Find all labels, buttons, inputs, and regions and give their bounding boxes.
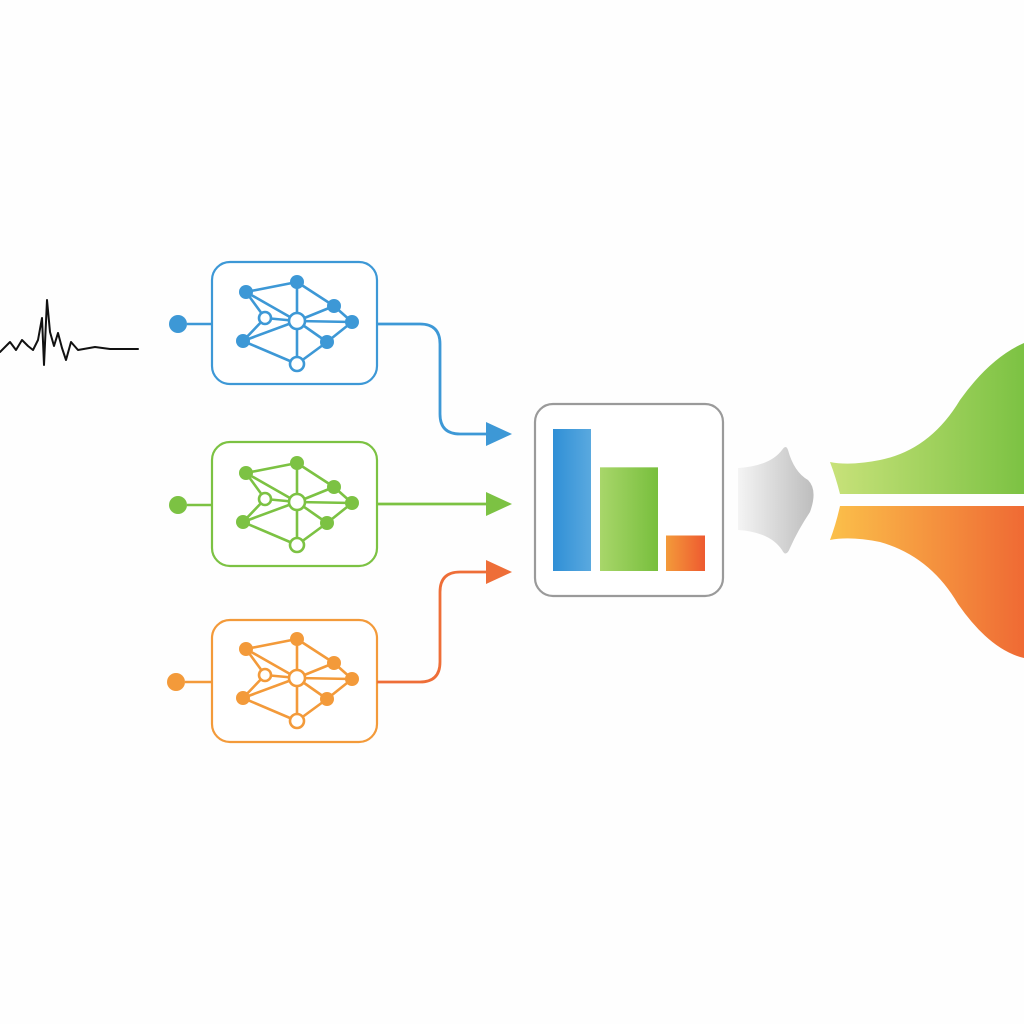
output-split-icon: [830, 343, 1024, 658]
output-branch-top: [830, 343, 1024, 494]
model-box-3: [210, 618, 379, 744]
model-box-1: [210, 260, 379, 386]
aggregator-bar-2: [600, 467, 658, 571]
input-dot-1: [169, 315, 212, 333]
arrow-model-3: [377, 560, 512, 684]
output-branch-bottom: [830, 506, 1024, 658]
input-dot-2: [169, 496, 212, 514]
aggregator-bar-1: [553, 429, 591, 571]
merge-connector: [738, 447, 814, 554]
neural-network-icon: [236, 632, 359, 730]
aggregator-bar-3: [666, 535, 705, 571]
neural-network-icon: [236, 275, 359, 373]
arrow-model-1: [377, 322, 512, 446]
ecg-waveform-icon: [0, 299, 139, 366]
aggregator-box: [533, 402, 725, 598]
model-box-2: [210, 440, 379, 568]
bar-chart-icon: [553, 429, 705, 571]
arrow-model-2: [377, 492, 512, 516]
input-dot-3: [167, 673, 212, 691]
neural-network-icon: [236, 456, 359, 554]
